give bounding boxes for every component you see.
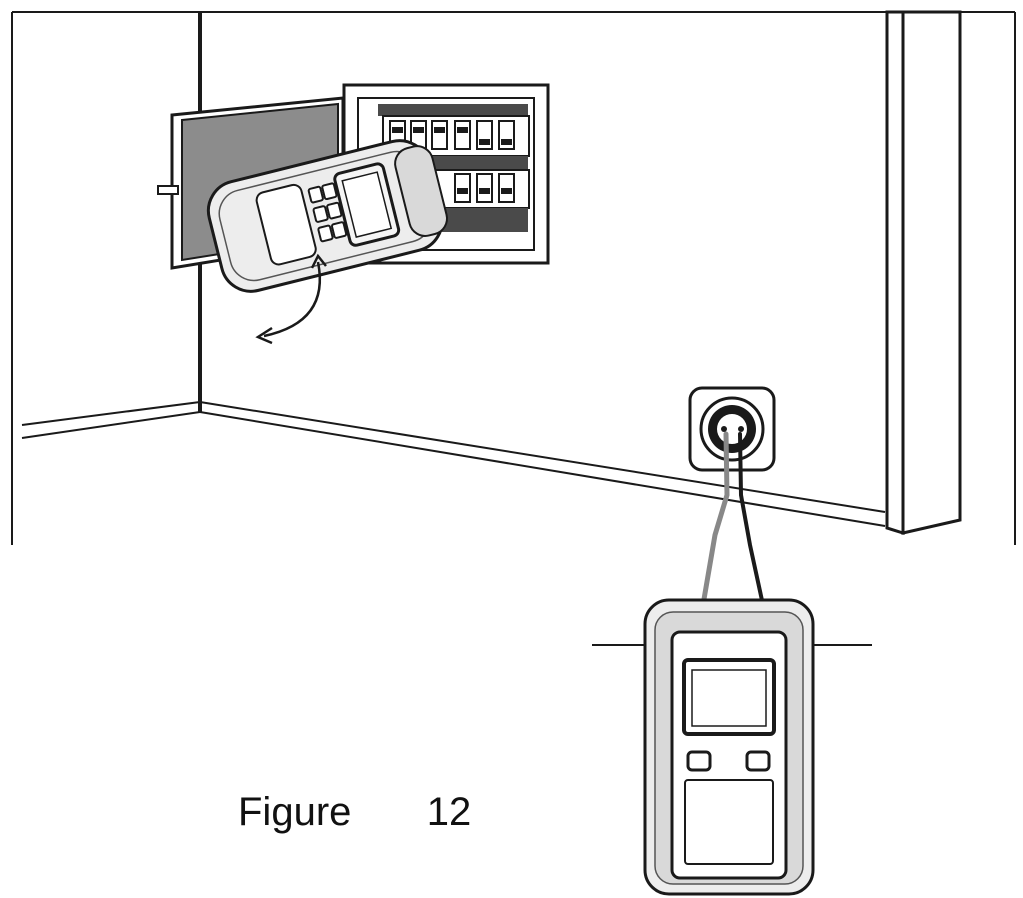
test-leads	[700, 431, 765, 608]
back-skirting-bottom	[199, 411, 886, 527]
transmitter-button-right	[745, 750, 771, 772]
door-frame	[885, 10, 962, 536]
black-lead	[738, 432, 765, 607]
door-latch	[157, 185, 179, 195]
breaker-finder-transmitter	[592, 598, 872, 896]
curved-double-arrow-icon	[255, 253, 327, 345]
wall-socket	[688, 386, 776, 472]
left-skirting-bottom	[21, 411, 201, 439]
transmitter-button-left	[686, 750, 712, 772]
left-skirting-top	[21, 401, 201, 426]
back-skirting-top	[199, 401, 886, 513]
breaker-finder-receiver	[206, 139, 448, 293]
grey-lead	[700, 431, 730, 608]
receiver-buttons	[307, 182, 348, 243]
figure-caption: Figure 12	[238, 790, 472, 834]
breaker-strip-top	[378, 104, 528, 116]
